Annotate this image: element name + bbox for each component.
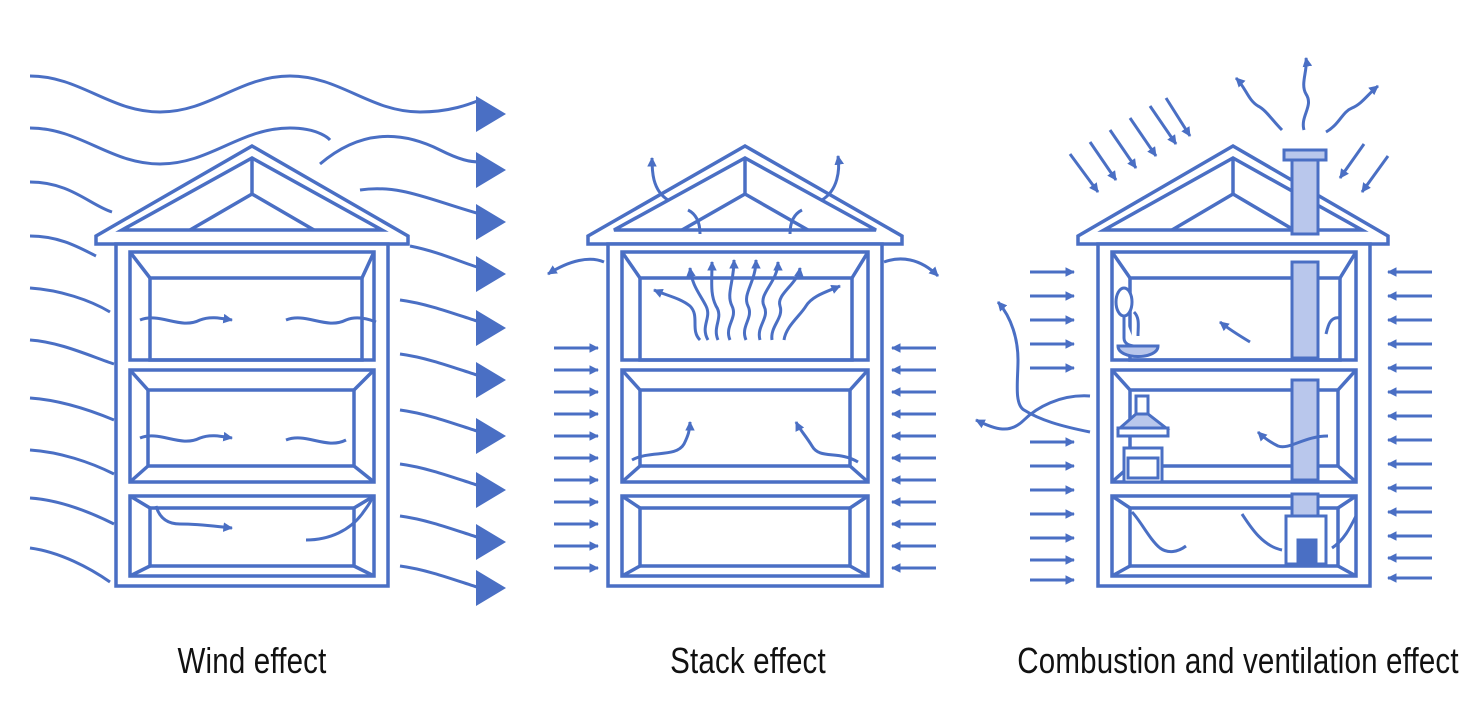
house-icon	[1076, 143, 1390, 588]
exhaust-arrow-icon	[975, 57, 1379, 554]
combustion-ventilation-panel	[975, 57, 1432, 588]
house-icon	[586, 143, 904, 588]
range-hood-icon	[1116, 394, 1171, 484]
caption-stack-effect: Stack effect	[670, 640, 826, 681]
stack-effect-panel	[547, 143, 940, 588]
exhaust-fan-icon	[1114, 286, 1160, 358]
furnace-icon	[1284, 514, 1328, 566]
wind-effect-panel	[29, 74, 506, 606]
wind-arrowheads	[476, 96, 506, 606]
inflow-arrow-icon	[554, 343, 936, 573]
chimney-icon	[1282, 148, 1328, 518]
rising-air-arrow-icon	[547, 155, 940, 464]
caption-combustion-ventilation-effect: Combustion and ventilation effect	[1017, 640, 1459, 681]
house-icon	[94, 143, 410, 588]
airflow-arrow-icon	[139, 313, 377, 542]
inflow-arrow-icon	[1030, 97, 1432, 585]
caption-wind-effect: Wind effect	[177, 640, 327, 681]
wind-waves	[29, 74, 481, 590]
